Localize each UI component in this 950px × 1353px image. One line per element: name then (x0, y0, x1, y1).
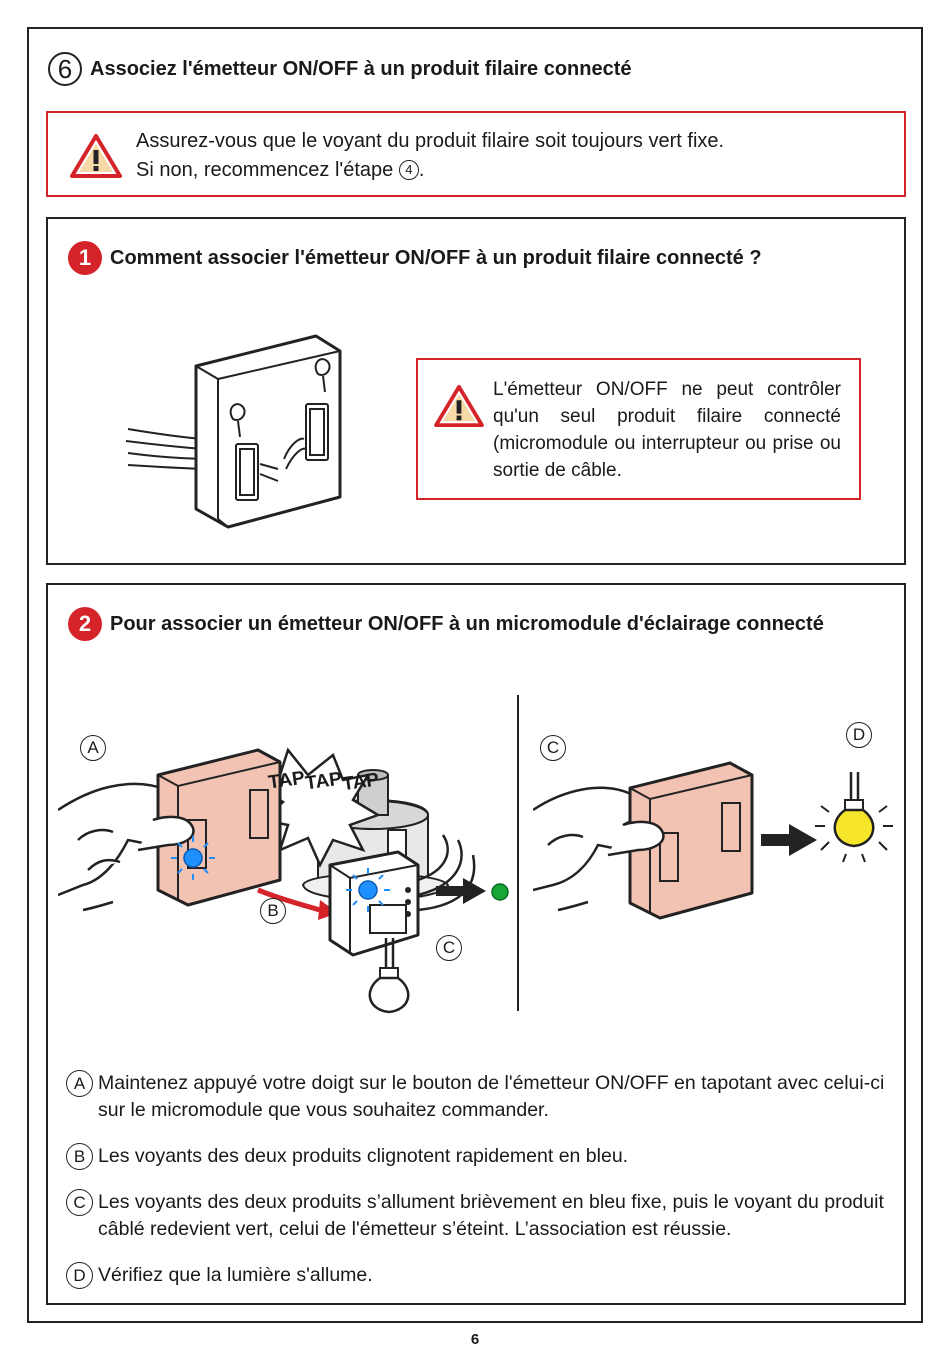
transmitter-back-illustration (125, 334, 342, 529)
tap-association-illustration (58, 747, 509, 1014)
light-on-illustration (533, 761, 893, 920)
instruction-a: A Maintenez appuyé votre doigt sur le bo… (66, 1070, 896, 1124)
instruction-text: Vérifiez que la lumière s'allume. (98, 1264, 373, 1286)
warning-triangle-icon (434, 384, 484, 428)
section1-title: Comment associer l'émetteur ON/OFF à un … (110, 246, 762, 269)
top-warning-line2: Si non, recommencez l'étape 4. (136, 156, 724, 185)
red-arrow-icon (318, 900, 338, 920)
section1-warning-text: L'émetteur ON/OFF ne peut contrôler qu'u… (493, 379, 841, 481)
page-number: 6 (470, 1331, 480, 1348)
hand-left (58, 782, 185, 912)
instruction-text: Maintenez appuyé votre doigt sur le bout… (98, 1072, 885, 1121)
step-title: Associez l'émetteur ON/OFF à un produit … (90, 57, 632, 80)
instruction-letter: C (66, 1189, 93, 1216)
instruction-b: B Les voyants des deux produits clignote… (66, 1143, 896, 1170)
section1-warning-box: L'émetteur ON/OFF ne peut contrôler qu'u… (416, 358, 861, 500)
label-a: A (80, 735, 106, 761)
arrow-right-icon (463, 878, 486, 904)
instruction-text: Les voyants des deux produits clignotent… (98, 1145, 629, 1167)
instruction-letter: B (66, 1143, 93, 1170)
figure-divider (517, 695, 519, 1011)
label-c-right: C (540, 735, 566, 761)
section2-box: 2 Pour associer un émetteur ON/OFF à un … (46, 583, 906, 1305)
step-header: 6 Associez l'émetteur ON/OFF à un produi… (48, 50, 632, 88)
section2-number: 2 (68, 607, 102, 641)
section1-box: 1 Comment associer l'émetteur ON/OFF à u… (46, 217, 906, 565)
warning-triangle-icon (70, 134, 122, 178)
label-d: D (846, 722, 872, 748)
page-frame (27, 27, 923, 1323)
section1-header: 1 Comment associer l'émetteur ON/OFF à u… (68, 241, 762, 275)
step-ref-badge: 4 (398, 160, 419, 180)
green-led-icon (491, 883, 509, 901)
transmitter-led-blue (171, 836, 215, 880)
label-c: C (436, 935, 462, 961)
instruction-text: Les voyants des deux produits s’allument… (98, 1191, 884, 1240)
top-warning-text: Assurez-vous que le voyant du produit fi… (136, 127, 724, 185)
section1-number: 1 (68, 241, 102, 275)
top-warning-line2-end: . (418, 159, 425, 181)
tap-text-1: TAP (267, 767, 307, 794)
step-number: 6 (48, 52, 82, 86)
micromodule (328, 850, 420, 957)
light-bulb-icon (815, 772, 893, 863)
light-bulb-icon (368, 938, 410, 1014)
section2-title: Pour associer un émetteur ON/OFF à un mi… (110, 612, 824, 635)
instruction-letter: D (66, 1262, 93, 1289)
top-warning-line1: Assurez-vous que le voyant du produit fi… (136, 130, 725, 152)
arrow-right-icon (789, 824, 817, 856)
micromodule-led-blue (346, 868, 390, 912)
section2-header: 2 Pour associer un émetteur ON/OFF à un … (68, 607, 824, 641)
top-warning-box: Assurez-vous que le voyant du produit fi… (46, 111, 906, 197)
instruction-c: C Les voyants des deux produits s’allume… (66, 1189, 896, 1243)
instruction-letter: A (66, 1070, 93, 1097)
top-warning-line2-text: Si non, recommencez l'étape (136, 159, 394, 181)
label-b: B (260, 898, 286, 924)
instruction-d: D Vérifiez que la lumière s'allume. (66, 1262, 896, 1289)
instruction-list: A Maintenez appuyé votre doigt sur le bo… (66, 1070, 896, 1308)
